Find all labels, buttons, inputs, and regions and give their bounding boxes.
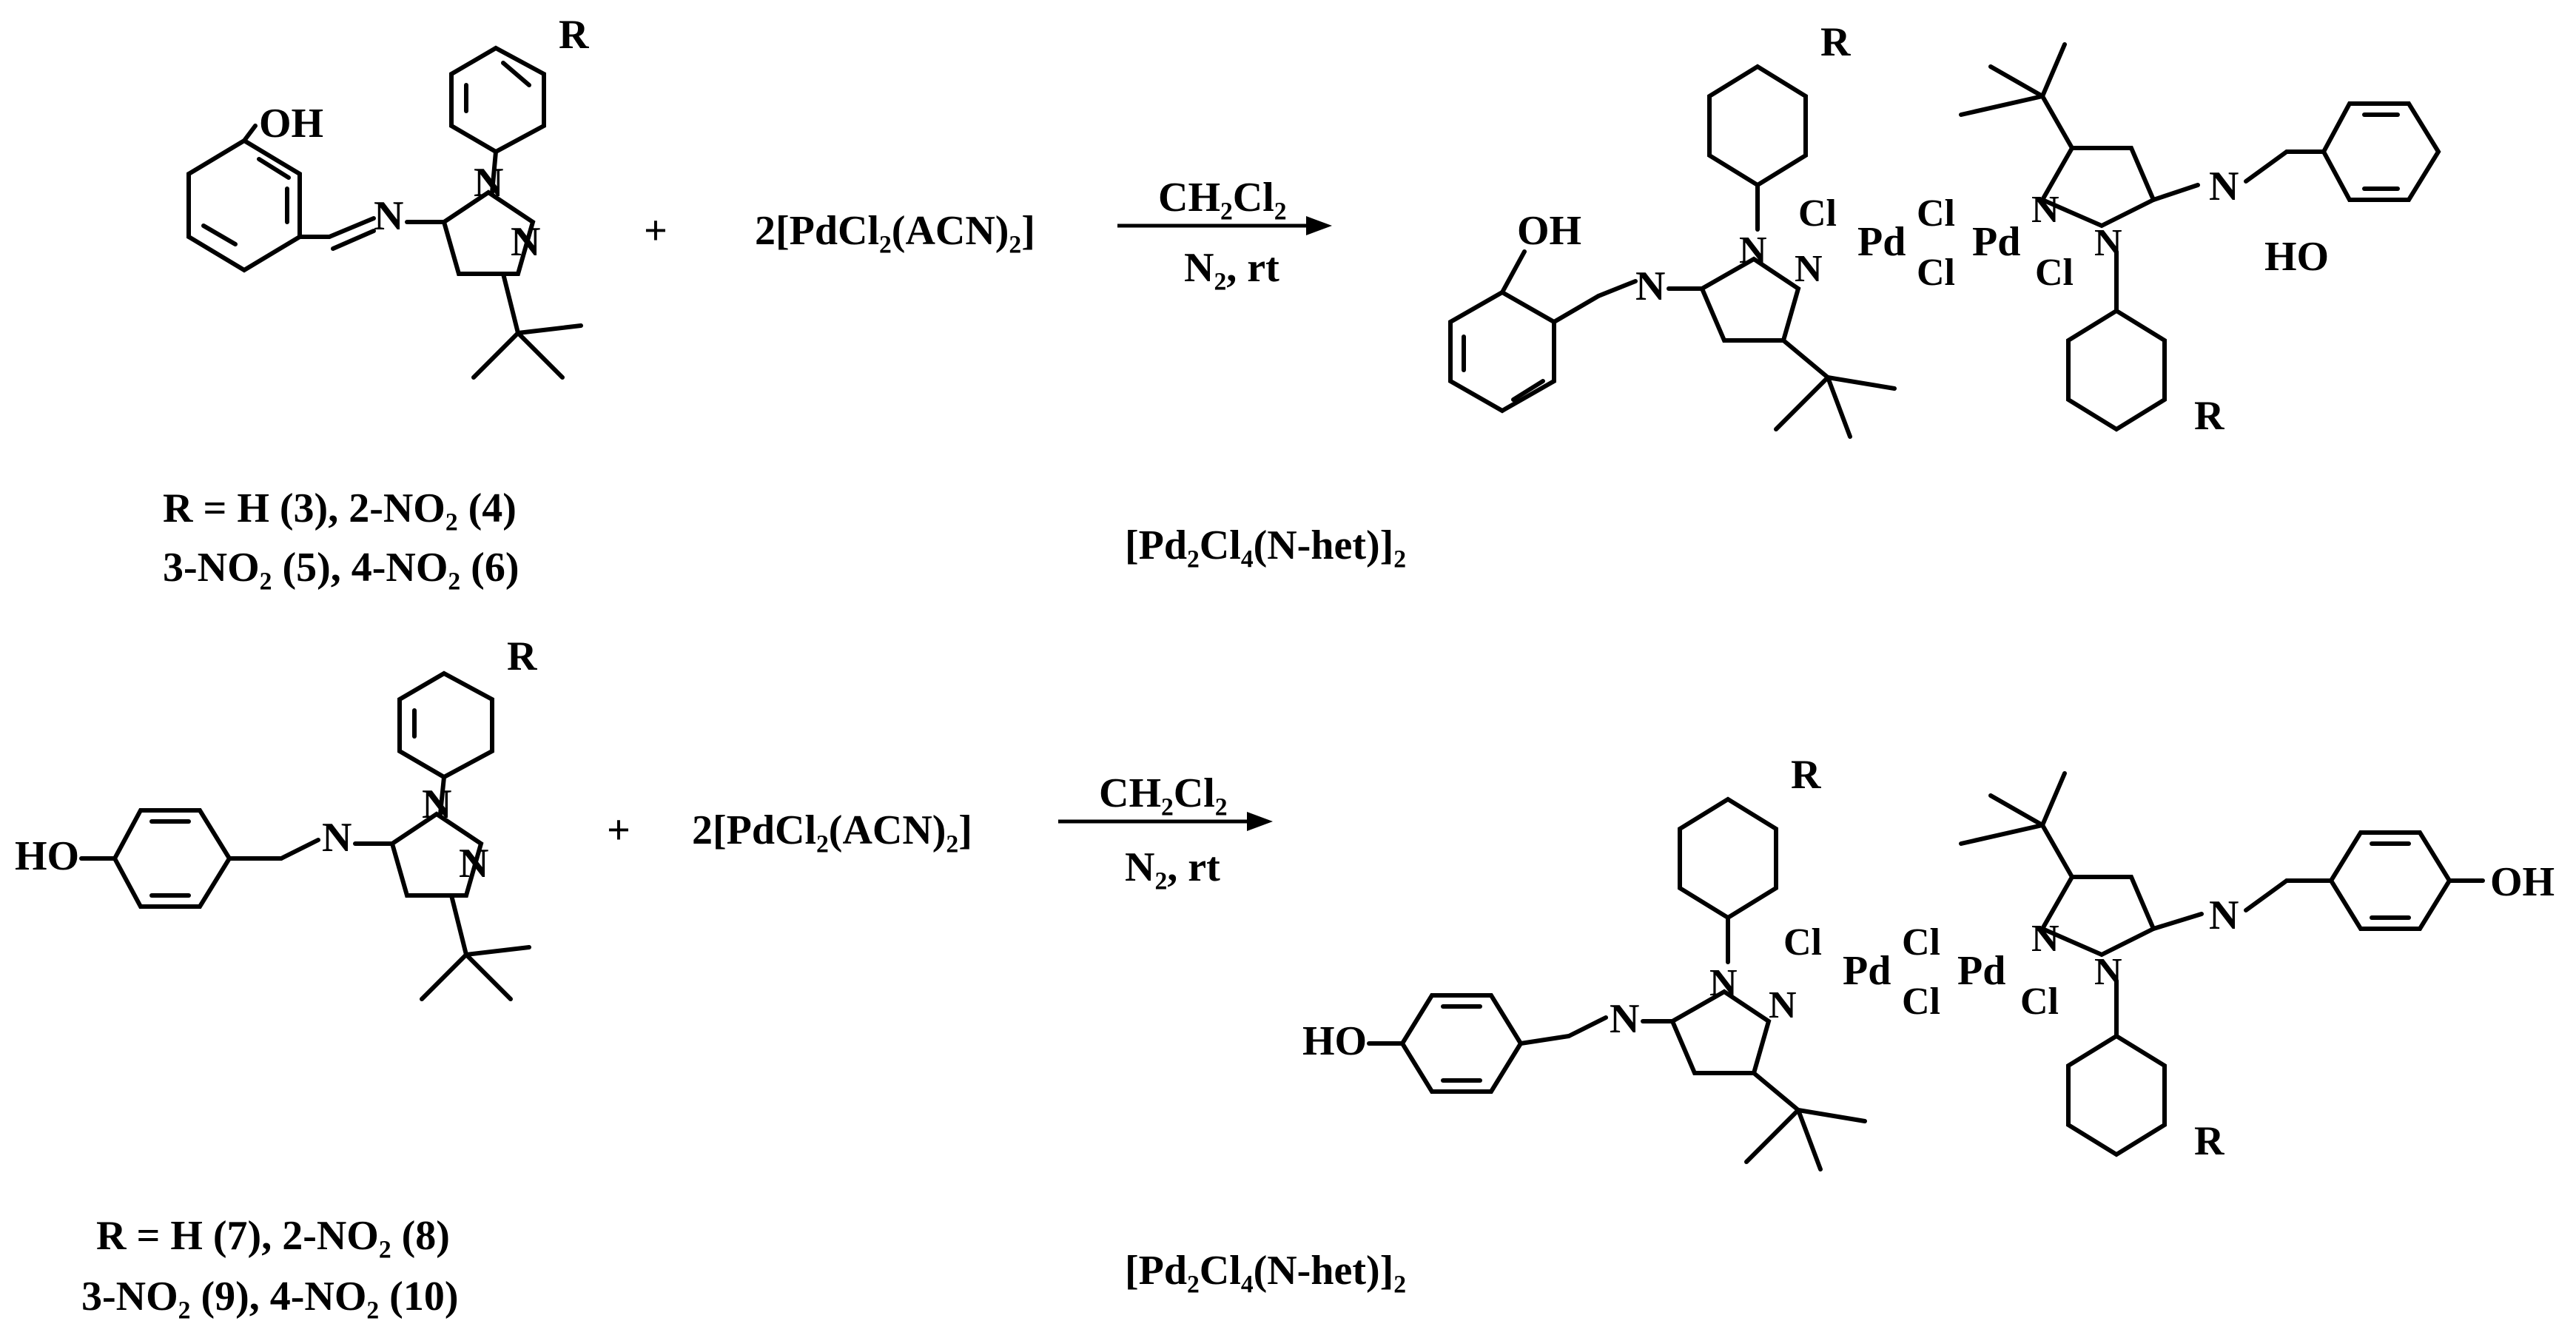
row1-product-oh-label: OH bbox=[1517, 208, 1581, 254]
row2-condition-atmosphere: N₂, rt bbox=[1125, 844, 1220, 890]
row2-reaction-arrow bbox=[1058, 812, 1273, 831]
row2-product-pd-2: Pd bbox=[1957, 948, 2005, 994]
row1-product-ho-label: HO bbox=[2264, 234, 2329, 280]
row1-product-imine-n-right: N bbox=[2209, 164, 2239, 209]
row2-product-cl-1: Cl bbox=[1783, 921, 1822, 964]
row1-product-pyrazole-n2-left: N bbox=[1795, 248, 1823, 290]
row2-ligand-pyrazole-n1: N bbox=[422, 781, 451, 827]
row2-ligand-pyrazole-n2: N bbox=[459, 841, 488, 887]
row1-ligand-imine-n: N bbox=[374, 193, 403, 239]
row1-product-imine-n-left: N bbox=[1635, 263, 1665, 309]
row2-product-cl-4: Cl bbox=[2020, 981, 2059, 1023]
row1-product-cl-3: Cl bbox=[1917, 252, 1955, 294]
row1-plus-sign: + bbox=[644, 208, 667, 254]
row2-ligand-ho-label: HO bbox=[15, 833, 79, 879]
row1-product-cl-4: Cl bbox=[2035, 252, 2074, 294]
row2-product-pyrazole-n1-left: N bbox=[1709, 962, 1738, 1004]
row1-product-pd-1: Pd bbox=[1857, 219, 1906, 265]
row2-condition-solvent: CH₂Cl₂ bbox=[1099, 770, 1228, 816]
row1-product-pd-2: Pd bbox=[1972, 219, 2020, 265]
row1-ligand-pyrazole-n2: N bbox=[511, 219, 540, 265]
row2-product-pd-1: Pd bbox=[1843, 948, 1891, 994]
row2-product-cl-3: Cl bbox=[1902, 981, 1940, 1023]
row2-product-imine-n-left: N bbox=[1610, 996, 1639, 1042]
row1-reaction-arrow bbox=[1117, 216, 1332, 235]
row2-product-r-top: R bbox=[1791, 752, 1821, 798]
row1-reagent: 2[PdCl₂(ACN)₂] bbox=[755, 208, 1035, 254]
row1-product-r-top: R bbox=[1820, 19, 1851, 65]
row1-ligand-caption-line1: R = H (3), 2-NO₂ (4) bbox=[163, 485, 517, 531]
row2-ligand-structure: HO N N N R bbox=[15, 633, 537, 1001]
row2-product-r-bottom: R bbox=[2194, 1118, 2224, 1164]
row2-product-cl-2: Cl bbox=[1902, 921, 1940, 964]
row1-product-cl-1: Cl bbox=[1798, 192, 1837, 235]
row2-reagent: 2[PdCl₂(ACN)₂] bbox=[692, 807, 972, 853]
row1-ligand-structure: OH N N N R bbox=[186, 12, 589, 380]
row1-product-cl-2: Cl bbox=[1917, 192, 1955, 235]
row1-product-pyrazole-n1-left: N bbox=[1739, 229, 1767, 272]
row1-product-pyrazole-n1-right: N bbox=[2031, 189, 2059, 231]
row2-ligand-imine-n: N bbox=[322, 815, 352, 861]
row1-ligand-oh-label: OH bbox=[259, 101, 323, 147]
row1-ligand-r-label: R bbox=[559, 12, 589, 58]
row2-product-structure: HO N N N R Cl Pd Cl Cl Pd Cl N N N bbox=[1302, 752, 2555, 1171]
row2-product-caption: [Pd₂Cl₄(N-het)]₂ bbox=[1125, 1248, 1406, 1294]
row2-ligand-r-label: R bbox=[507, 633, 537, 679]
row2-ligand-caption-line1: R = H (7), 2-NO₂ (8) bbox=[96, 1213, 450, 1259]
row1-condition-solvent: CH₂Cl₂ bbox=[1158, 175, 1287, 221]
row2-product-ho-label: HO bbox=[1302, 1018, 1367, 1064]
row2-product-pyrazole-n1-right: N bbox=[2031, 918, 2059, 960]
row2-product-oh-label: OH bbox=[2490, 859, 2555, 905]
row1-condition-atmosphere: N₂, rt bbox=[1184, 245, 1279, 291]
row2-product-imine-n-right: N bbox=[2209, 892, 2239, 938]
row2-plus-sign: + bbox=[607, 807, 630, 853]
row1-ligand-caption-line2: 3-NO₂ (5), 4-NO₂ (6) bbox=[163, 545, 519, 591]
row2-ligand-caption-line2: 3-NO₂ (9), 4-NO₂ (10) bbox=[81, 1274, 458, 1319]
row1-product-caption: [Pd₂Cl₄(N-het)]₂ bbox=[1125, 522, 1406, 568]
row1-ligand-pyrazole-n1: N bbox=[474, 160, 503, 206]
row1-product-r-bottom: R bbox=[2194, 393, 2224, 439]
row1-product-structure: OH N N N R Cl Pd Cl Cl Pd Cl N N N bbox=[1448, 19, 2441, 439]
row2-product-pyrazole-n2-left: N bbox=[1769, 984, 1797, 1026]
